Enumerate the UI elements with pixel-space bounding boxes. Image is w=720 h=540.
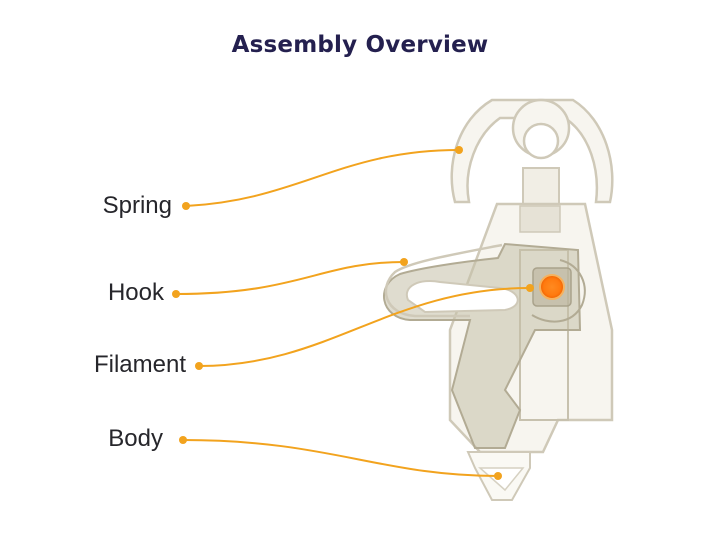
leader-hook-start	[172, 290, 180, 298]
leader-body	[182, 439, 499, 477]
leader-spring-start	[182, 202, 190, 210]
leader-filament-end	[526, 284, 534, 292]
label-filament: Filament	[93, 351, 186, 378]
leader-spring	[185, 149, 460, 207]
filament-dot	[539, 274, 565, 300]
leader-hook-end	[400, 258, 408, 266]
leader-body-start	[179, 436, 187, 444]
leader-filament-start	[195, 362, 203, 370]
spring-part	[450, 98, 614, 209]
page-title: Assembly Overview	[231, 32, 489, 58]
hook-part	[383, 242, 586, 449]
leader-filament	[198, 287, 531, 367]
label-hook: Hook	[107, 279, 164, 306]
label-spring: Spring	[102, 192, 172, 219]
leader-hook	[175, 261, 405, 295]
label-body: Body	[108, 425, 163, 452]
leader-spring-end	[455, 146, 463, 154]
leader-body-end	[494, 472, 502, 480]
